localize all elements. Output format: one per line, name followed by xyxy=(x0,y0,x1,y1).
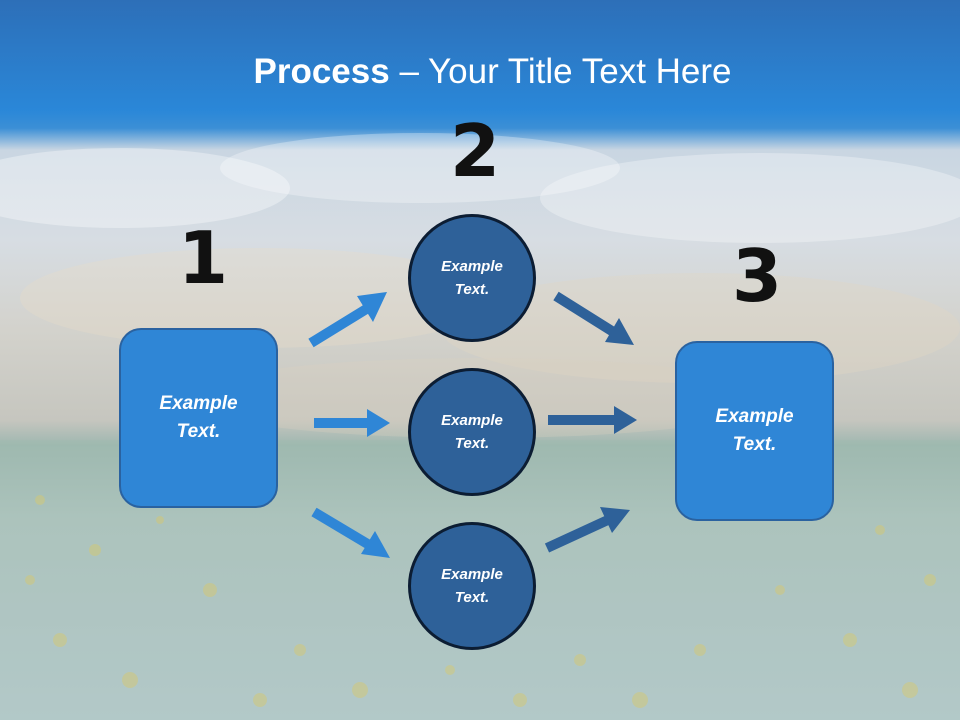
arrow-from-middle-circle xyxy=(548,406,637,434)
title-bold: Process xyxy=(253,52,390,91)
step1-box[interactable]: Example Text. xyxy=(119,328,278,508)
arrow-to-bottom-circle xyxy=(311,507,390,558)
step2-circle-middle[interactable]: Example Text. xyxy=(408,368,536,496)
step-number-1: 1 xyxy=(178,216,229,300)
step2-circle-top-text: Example Text. xyxy=(441,257,503,298)
slide-title: Process – Your Title Text Here xyxy=(0,52,960,92)
step3-box-text: Example Text. xyxy=(715,405,794,456)
arrow-from-top-circle xyxy=(553,291,634,345)
step2-circle-middle-text: Example Text. xyxy=(441,411,503,452)
arrow-to-middle-circle xyxy=(314,409,390,437)
step1-box-text: Example Text. xyxy=(159,392,238,443)
step-number-3: 3 xyxy=(732,234,783,318)
title-rest: – Your Title Text Here xyxy=(389,52,732,91)
step-number-2: 2 xyxy=(450,109,501,193)
step2-circle-bottom-text: Example Text. xyxy=(441,565,503,606)
arrow-to-top-circle xyxy=(308,292,387,348)
step3-box[interactable]: Example Text. xyxy=(675,341,834,521)
step2-circle-top[interactable]: Example Text. xyxy=(408,214,536,342)
arrow-from-bottom-circle xyxy=(544,507,630,553)
step2-circle-bottom[interactable]: Example Text. xyxy=(408,522,536,650)
